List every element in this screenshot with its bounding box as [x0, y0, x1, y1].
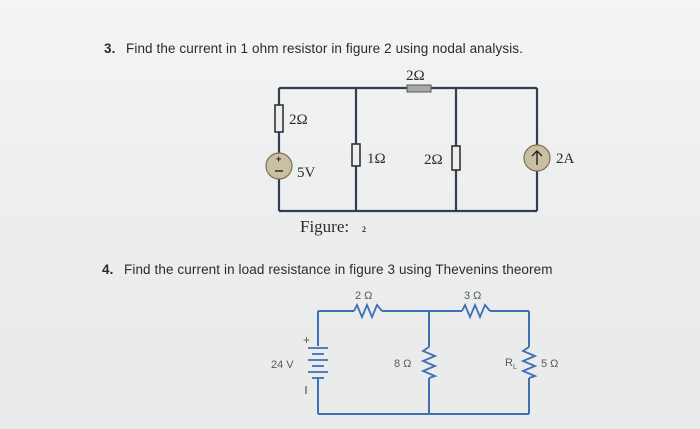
svg-text:+: + — [276, 154, 281, 164]
fig2-label-r-top: 2Ω — [406, 68, 425, 84]
fig3-resistor-load — [520, 346, 538, 379]
fig3-label-load-value: 5 Ω — [541, 358, 558, 370]
question-3-text: Find the current in 1 ohm resistor in fi… — [126, 41, 524, 56]
fig3-label-load-r: R — [505, 357, 513, 369]
fig3-label-r-top-right: 3 Ω — [464, 290, 481, 302]
fig2-left-resistor — [274, 104, 284, 133]
fig2-label-r-middle: 1Ω — [367, 151, 386, 167]
question-3-number: 3. — [104, 41, 116, 56]
fig2-label-source-current: 2A — [556, 151, 575, 167]
svg-text:+: + — [303, 333, 310, 347]
fig3-label-load-subscript: L — [513, 364, 517, 371]
fig3-label-r-top-left: 2 Ω — [355, 290, 372, 302]
question-4: 4. Find the current in load resistance in… — [102, 262, 553, 277]
question-4-text: Find the current in load resistance in f… — [124, 262, 553, 277]
fig3-battery — [308, 347, 328, 379]
fig2-caption: Figure: — [300, 217, 349, 236]
fig2-label-r-left: 2Ω — [289, 112, 308, 128]
fig2-label-source-voltage: 5V — [297, 165, 316, 181]
fig2-current-source — [523, 144, 551, 172]
fig2-caption-number: 2 — [362, 225, 366, 234]
fig3-resistor-top-left — [353, 302, 383, 320]
fig3-resistor-middle — [420, 346, 438, 379]
fig2-label-r-right: 2Ω — [424, 152, 443, 168]
fig2-voltage-source: + — [265, 152, 293, 180]
question-3: 3. Find the current in 1 ohm resistor in … — [104, 41, 523, 56]
fig2-top-resistor — [406, 84, 432, 93]
fig2-middle-resistor — [351, 143, 361, 167]
fig3-label-r-middle: 8 Ω — [394, 358, 411, 370]
question-4-number: 4. — [102, 262, 114, 277]
fig3-label-source-voltage: 24 V — [271, 359, 294, 371]
fig3-resistor-top-right — [461, 302, 491, 320]
fig2-right-resistor — [451, 145, 461, 171]
